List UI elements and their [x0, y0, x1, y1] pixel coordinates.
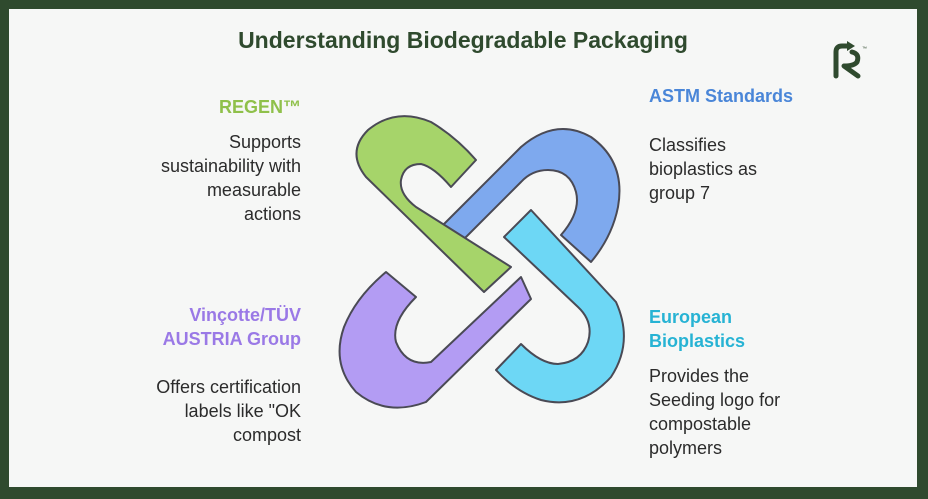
page-title: Understanding Biodegradable Packaging — [238, 27, 688, 53]
desc-line: Classifies — [649, 135, 727, 155]
desc-line: actions — [243, 204, 301, 224]
desc-line: compost — [232, 425, 301, 445]
heading-line: Vinçotte/TÜV — [189, 305, 301, 325]
knot-band-european-bioplastics — [495, 209, 625, 404]
desc-european-bioplastics: Provides the Seeding logo for compostabl… — [649, 364, 889, 460]
desc-line: Provides the — [649, 366, 750, 386]
knot-band-astm — [435, 128, 621, 263]
desc-line: Supports — [228, 132, 301, 152]
heading-regen: REGEN™ — [218, 97, 301, 117]
heading-astm: ASTM Standards — [649, 86, 794, 106]
desc-astm: Classifies bioplastics as group 7 — [649, 133, 889, 205]
heading-line: AUSTRIA Group — [162, 329, 301, 349]
desc-line: polymers — [649, 438, 723, 458]
svg-text:™: ™ — [862, 46, 867, 52]
heading-vincotte: Vinçotte/TÜV AUSTRIA Group — [109, 303, 301, 351]
recycle-r-logo-icon: ™ — [833, 41, 867, 79]
desc-line: compostable — [649, 414, 752, 434]
interlocking-knot-diagram — [338, 115, 625, 409]
heading-line: European — [649, 307, 733, 327]
desc-line: Seeding logo for — [649, 390, 781, 410]
heading-european-bioplastics: European Bioplastics — [649, 305, 889, 353]
infographic-panel: Understanding Biodegradable Packaging ™ … — [9, 9, 917, 487]
desc-line: group 7 — [649, 183, 711, 203]
desc-line: bioplastics as — [649, 159, 758, 179]
heading-line: Bioplastics — [649, 331, 746, 351]
desc-line: sustainability with — [160, 156, 301, 176]
desc-vincotte: Offers certification labels like "OK com… — [109, 375, 301, 447]
desc-line: measurable — [206, 180, 301, 200]
desc-line: Offers certification — [156, 377, 301, 397]
desc-line: labels like "OK — [184, 401, 301, 421]
knot-band-regen — [355, 115, 512, 293]
desc-regen: Supports sustainability with measurable … — [109, 130, 301, 226]
knot-band-vincotte — [338, 271, 532, 409]
